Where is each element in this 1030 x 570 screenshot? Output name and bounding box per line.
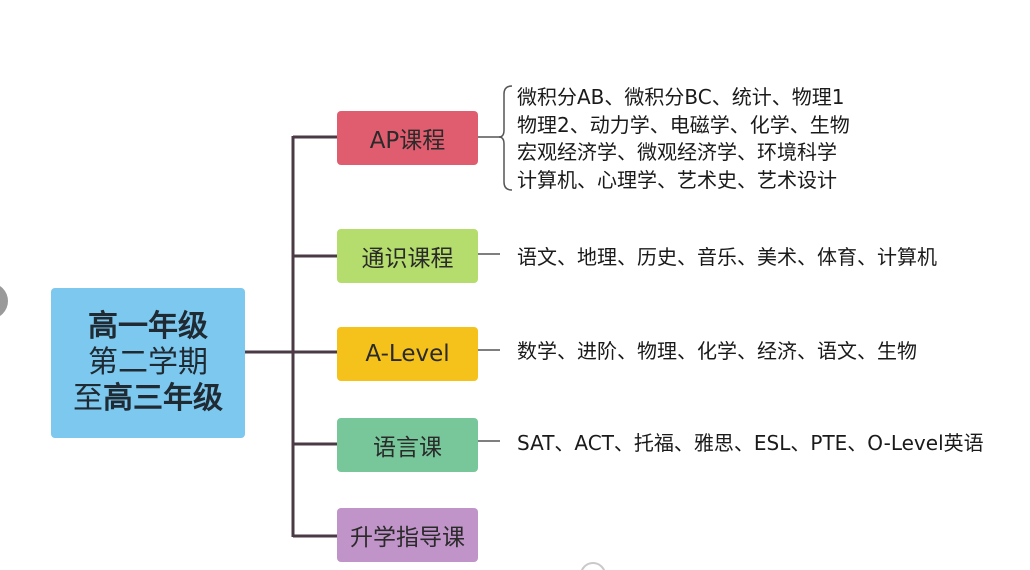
general-course-details: 语文、地理、历史、音乐、美术、体育、计算机 xyxy=(517,245,937,269)
ap-course-details: 微积分AB、微积分BC、统计、物理1 物理2、动力学、电磁学、化学、生物 宏观经… xyxy=(517,84,850,194)
ap-detail-line: 微积分AB、微积分BC、统计、物理1 xyxy=(517,85,845,109)
root-line-3-bold: 高三年级 xyxy=(103,381,223,416)
a-level-course-details: 数学、进阶、物理、化学、经济、语文、生物 xyxy=(517,339,917,363)
root-line-1: 高一年级 xyxy=(88,309,208,344)
ap-detail-line: 宏观经济学、微观经济学、环境科学 xyxy=(517,140,837,164)
branch-admission-guidance: 升学指导课 xyxy=(337,508,478,562)
language-course-details: SAT、ACT、托福、雅思、ESL、PTE、O-Level英语 xyxy=(517,431,984,455)
root-line-2: 第二学期 xyxy=(88,345,208,380)
branch-a-level: A-Level xyxy=(337,327,478,381)
ap-detail-line: 物理2、动力学、电磁学、化学、生物 xyxy=(517,112,850,137)
ap-detail-line: 计算机、心理学、艺术史、艺术设计 xyxy=(517,167,837,192)
branch-ap-courses: AP课程 xyxy=(337,111,478,165)
branch-general-courses: 通识课程 xyxy=(337,229,478,283)
edge-circle-decoration xyxy=(0,283,8,319)
root-node: 高一年级 第二学期 至高三年级 xyxy=(51,288,245,438)
branch-language-courses: 语言课 xyxy=(337,418,478,472)
ap-brace xyxy=(498,85,513,191)
root-line-3: 至高三年级 xyxy=(73,381,223,417)
root-line-3-prefix: 至 xyxy=(73,381,103,416)
